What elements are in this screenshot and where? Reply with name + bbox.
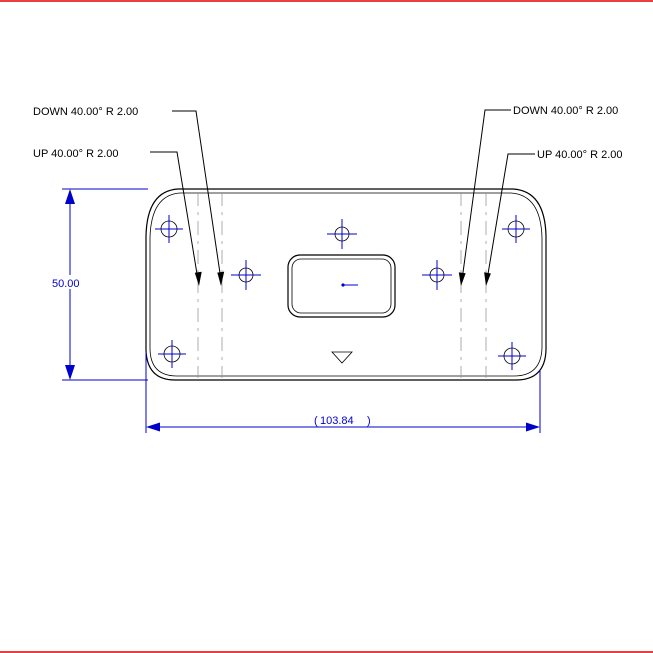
note-right-up: UP 40.00° R 2.00 bbox=[537, 149, 623, 161]
note-left-down: DOWN 40.00° R 2.00 bbox=[33, 106, 138, 118]
hole-mid-right bbox=[422, 260, 452, 290]
width-dimension: ( 103.84 ) bbox=[145, 352, 541, 433]
leader-left-down bbox=[172, 110, 225, 286]
hole-bottom-left bbox=[158, 340, 186, 368]
triangle-indicator bbox=[331, 351, 353, 364]
width-dimension-open-paren: ( bbox=[314, 415, 318, 427]
hole-mid-left bbox=[231, 260, 261, 290]
leader-right-down bbox=[458, 109, 511, 286]
hole-bottom-right bbox=[498, 342, 526, 370]
hole-top-left bbox=[155, 215, 183, 243]
width-dimension-close-paren: ) bbox=[367, 415, 371, 427]
note-right-down: DOWN 40.00° R 2.00 bbox=[513, 105, 618, 117]
leader-left-up bbox=[150, 151, 202, 286]
leader-right-up bbox=[484, 153, 535, 286]
part-outline bbox=[145, 188, 547, 381]
cutout-center-point bbox=[341, 283, 345, 287]
width-dimension-value: 103.84 bbox=[320, 415, 354, 427]
height-dimension: 50.00 bbox=[50, 188, 148, 381]
hole-top-center bbox=[327, 219, 357, 249]
center-cutout bbox=[287, 254, 396, 318]
height-dimension-value: 50.00 bbox=[52, 278, 80, 290]
note-left-up: UP 40.00° R 2.00 bbox=[33, 148, 119, 160]
hole-top-right bbox=[502, 215, 530, 243]
